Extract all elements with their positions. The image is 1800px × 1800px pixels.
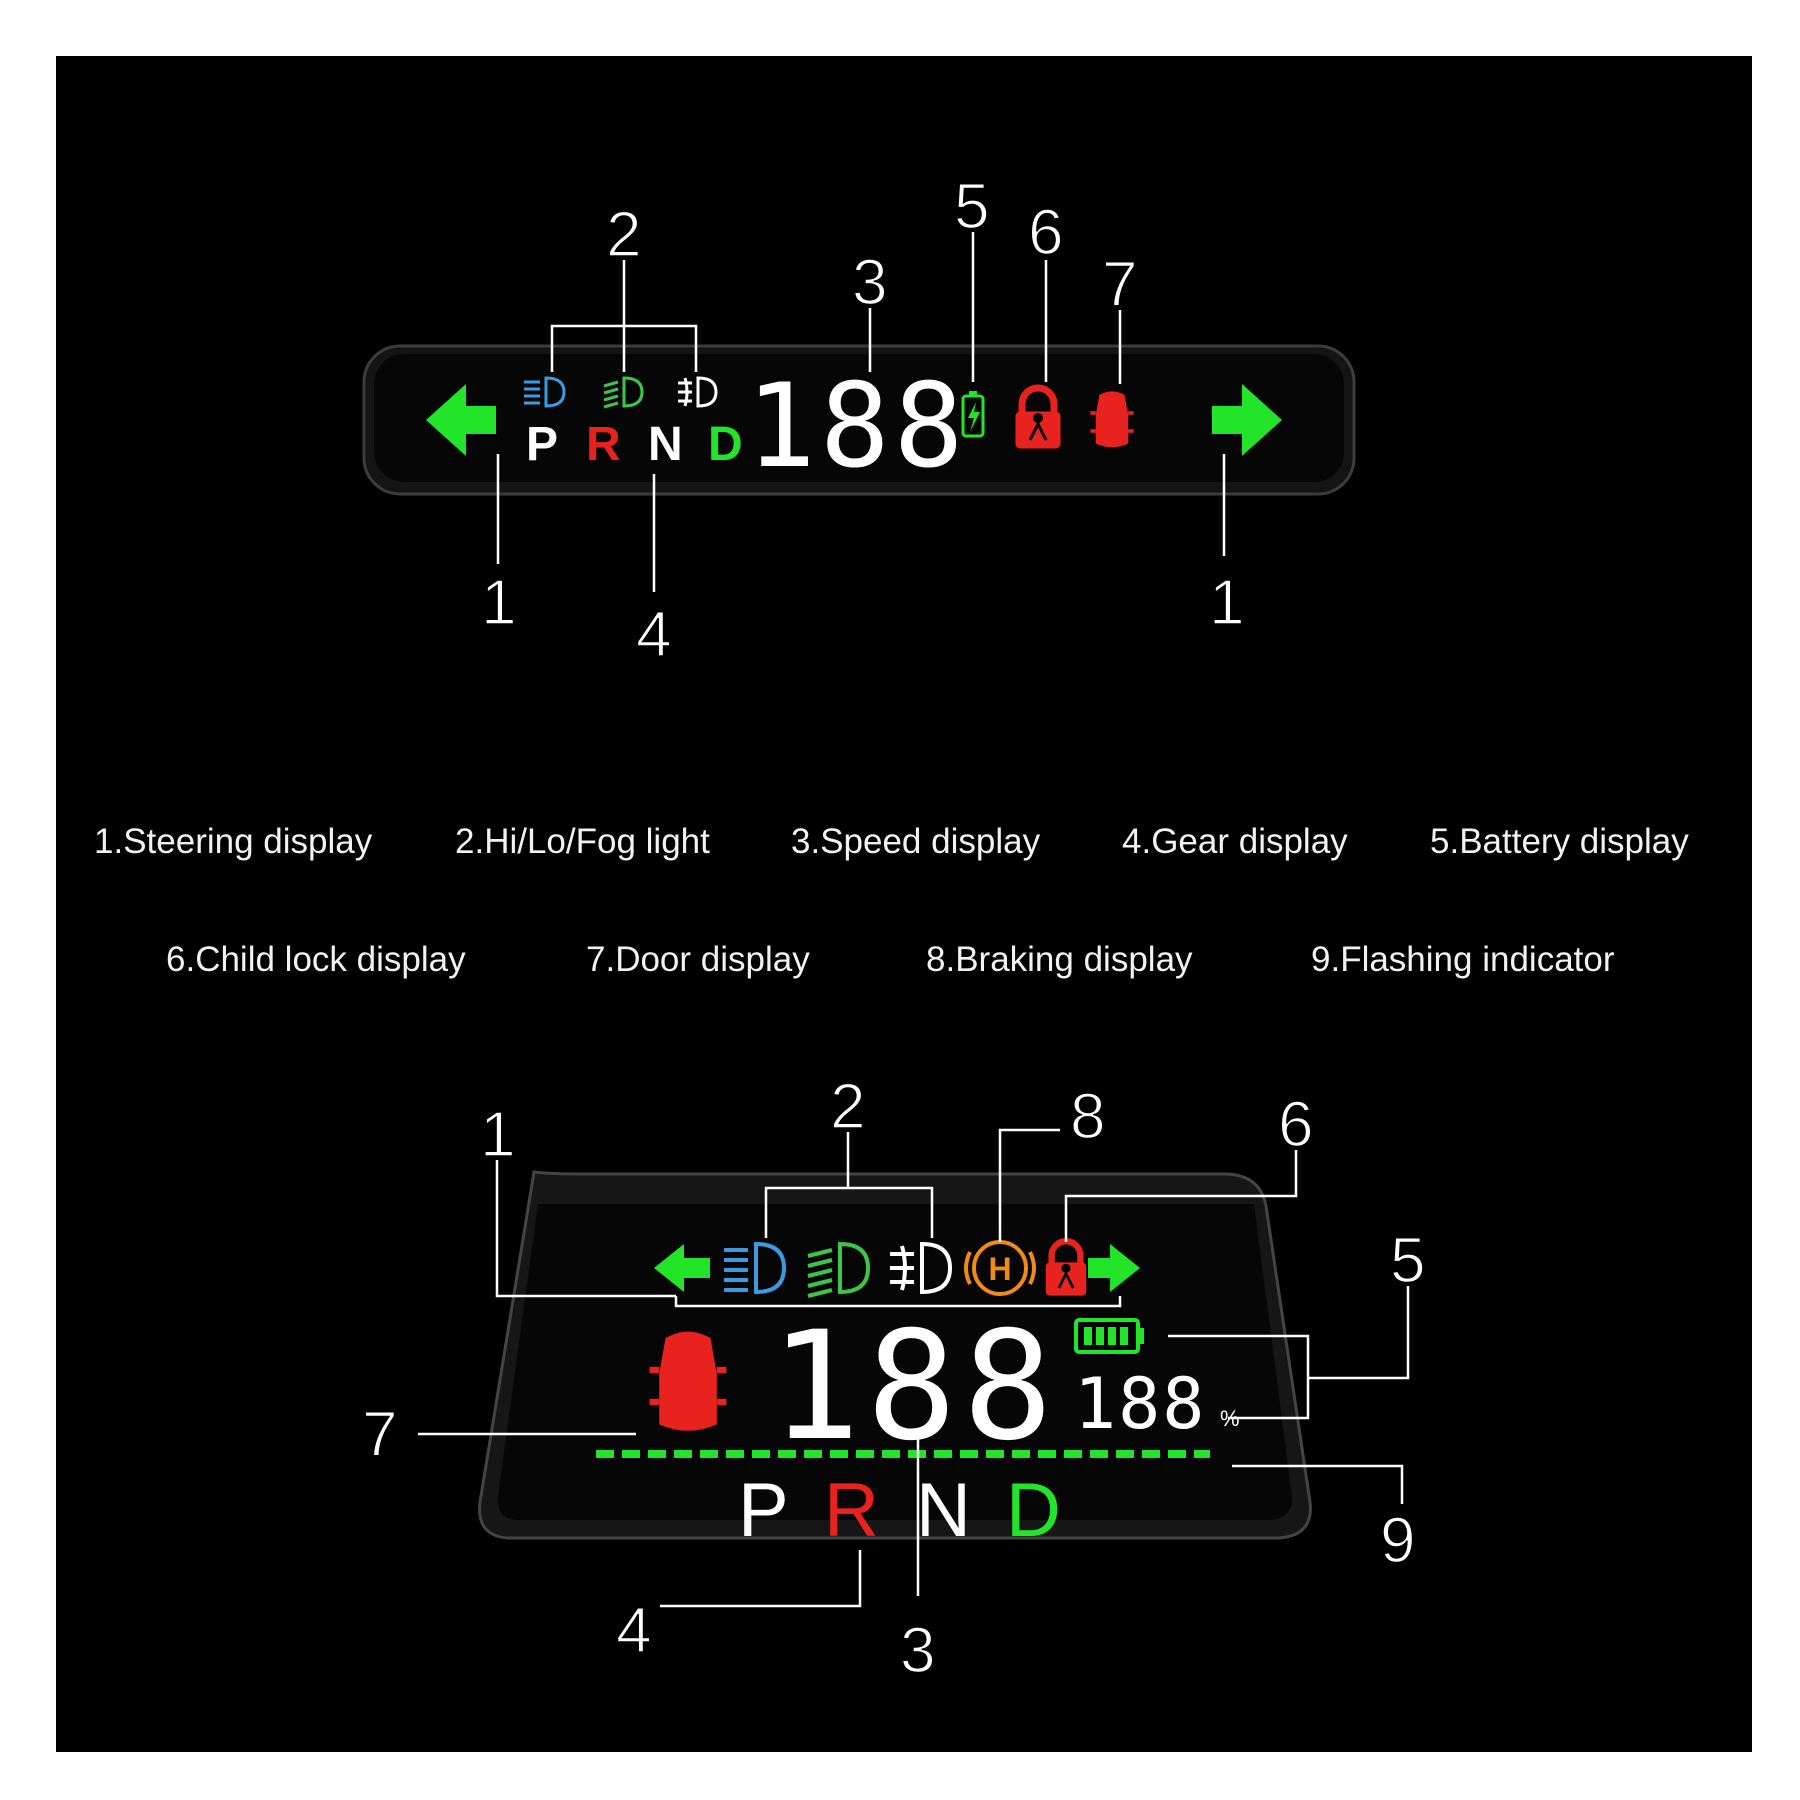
bottom-callout-8: 8: [1070, 1080, 1106, 1152]
bottom-hud-unit: H 188 188 % P R: [361, 1069, 1426, 1687]
fog-light-icon: [890, 1241, 953, 1295]
bottom-callout-6-leader: [1064, 1150, 1298, 1242]
low-beam-icon: [807, 1241, 871, 1298]
low-beam-icon: [603, 376, 644, 409]
high-beam-icon: [524, 376, 566, 408]
child-lock-icon: [1046, 1241, 1086, 1295]
svg-text:H: H: [988, 1251, 1011, 1287]
legend-row-2: 6.Child lock display 7.Door display 8.Br…: [56, 940, 1752, 990]
hud-diagram: P R N D 188 1 1 2 3: [361, 169, 1426, 1687]
legend-item-8: 8.Braking display: [926, 940, 1193, 979]
bottom-callout-1: 1: [480, 1098, 516, 1170]
legend-item-2: 2.Hi/Lo/Fog light: [455, 822, 710, 861]
turn-right-arrow-icon: [1088, 1244, 1140, 1292]
top-callout-6: 6: [1028, 196, 1064, 268]
bottom-gear-n: N: [916, 1468, 971, 1553]
battery-icon: [1074, 1318, 1144, 1354]
bottom-callout-1-leader: [495, 1160, 676, 1298]
turn-left-arrow-icon: [426, 384, 496, 456]
top-gear-r: R: [586, 418, 621, 471]
fog-light-icon: [678, 376, 718, 408]
legend-row-1: 1.Steering display 2.Hi/Lo/Fog light 3.S…: [56, 822, 1752, 872]
top-callout-7: 7: [1102, 248, 1138, 320]
top-gear-d: D: [708, 418, 743, 471]
child-lock-icon: [1016, 388, 1060, 448]
diagram-frame: P R N D 188 1 1 2 3: [56, 56, 1752, 1752]
bottom-callout-6: 6: [1278, 1088, 1314, 1160]
top-hud-screen: [374, 354, 1344, 482]
top-callout-2: 2: [606, 198, 642, 270]
bottom-callout-2: 2: [830, 1070, 866, 1142]
bottom-gear-p: P: [738, 1468, 789, 1553]
turn-right-arrow-icon: [1212, 384, 1282, 456]
legend-item-6: 6.Child lock display: [166, 940, 466, 979]
bottom-callout-4-leader: [660, 1550, 862, 1608]
legend-item-4: 4.Gear display: [1122, 822, 1348, 861]
bottom-gear-d: D: [1006, 1468, 1061, 1553]
bottom-callout-5-leader: [1308, 1286, 1410, 1380]
bottom-callout-4: 4: [616, 1594, 652, 1666]
top-callout-1a: 1: [481, 566, 517, 638]
legend-item-5: 5.Battery display: [1430, 822, 1689, 861]
legend-item-7: 7.Door display: [586, 940, 810, 979]
legend-item-9: 9.Flashing indicator: [1311, 940, 1615, 979]
bottom-callout-5: 5: [1390, 1224, 1426, 1296]
top-gear-p: P: [526, 418, 558, 471]
bottom-callout-7: 7: [362, 1398, 398, 1470]
bottom-callout-8-leader: [998, 1128, 1060, 1242]
legend-item-1: 1.Steering display: [94, 822, 373, 861]
turn-left-arrow-icon: [654, 1244, 710, 1292]
top-gear-n: N: [648, 418, 683, 471]
legend-item-3: 3.Speed display: [791, 822, 1041, 861]
top-callout-3: 3: [852, 246, 888, 318]
bottom-speed-display: 188: [770, 1300, 1059, 1474]
bottom-callout-3: 3: [900, 1614, 936, 1686]
bottom-callout-9-leader: [1232, 1464, 1404, 1504]
bottom-arrow-bracket: [674, 1296, 1122, 1308]
bottom-gear-r: R: [824, 1468, 879, 1553]
top-speed-display: 188: [746, 359, 968, 494]
battery-icon: [961, 391, 985, 438]
top-hud-unit: P R N D 188 1 1 2 3: [362, 169, 1356, 671]
top-callout-1b: 1: [1209, 566, 1245, 638]
top-callout-5: 5: [954, 170, 990, 242]
bottom-battery-percent: 188: [1074, 1363, 1206, 1445]
high-beam-icon: [724, 1241, 787, 1295]
bottom-hud-screen: [497, 1204, 1293, 1520]
bottom-callout-9: 9: [1380, 1504, 1416, 1576]
top-callout-4: 4: [636, 598, 672, 670]
